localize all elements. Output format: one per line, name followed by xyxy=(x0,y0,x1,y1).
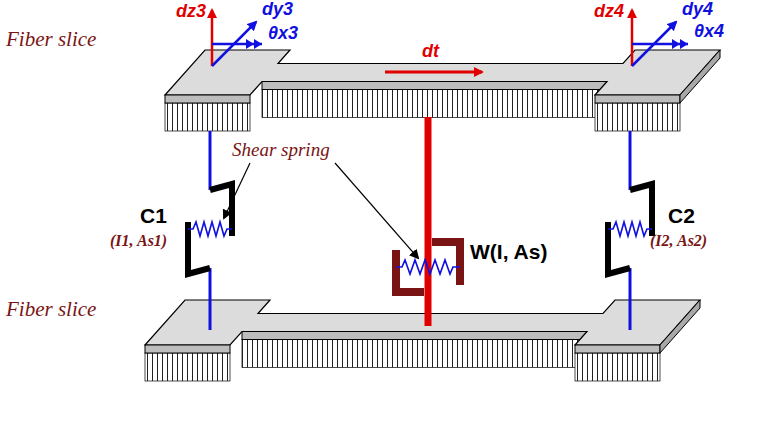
dof-label: θx3 xyxy=(268,24,298,44)
member-name: C2 xyxy=(668,204,695,227)
dof-label: dz3 xyxy=(176,2,206,22)
slice-label: Fiber slice xyxy=(6,298,96,321)
dof-label: dz4 xyxy=(594,2,624,22)
slice-label: Fiber slice xyxy=(6,28,96,51)
member-name: C1 xyxy=(140,204,167,227)
spring-label: Shear spring xyxy=(232,140,330,161)
column-c1 xyxy=(188,131,232,330)
section-property: (I2, As2) xyxy=(650,232,707,250)
leader-line xyxy=(335,163,418,258)
dof-arrows-right xyxy=(632,10,688,66)
dof-label: dy3 xyxy=(262,0,293,20)
translation-arrow xyxy=(385,71,482,74)
member-name: W(I, As) xyxy=(470,240,547,263)
bottom-fiber-slice xyxy=(145,300,700,381)
section-property: (I1, As1) xyxy=(110,232,167,250)
dof-label: dt xyxy=(422,42,439,62)
wall-w xyxy=(396,117,460,326)
dof-arrows-left xyxy=(212,10,262,66)
dof-label: θx4 xyxy=(694,22,724,42)
column-c2 xyxy=(608,131,652,330)
leader-line xyxy=(224,163,250,218)
dof-label: dy4 xyxy=(682,0,713,20)
